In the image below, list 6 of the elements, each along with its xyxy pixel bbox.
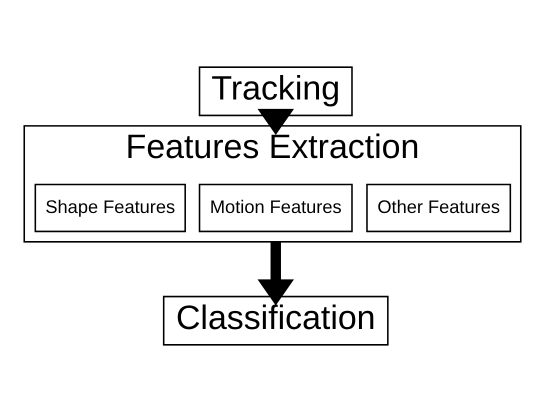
arrow (258, 108, 294, 135)
node-box: Classification (162, 296, 389, 346)
arrow (258, 242, 294, 306)
node-box: Other Features (366, 184, 512, 232)
node-box: Motion Features (198, 184, 353, 232)
node-box: Shape Features (34, 184, 186, 232)
